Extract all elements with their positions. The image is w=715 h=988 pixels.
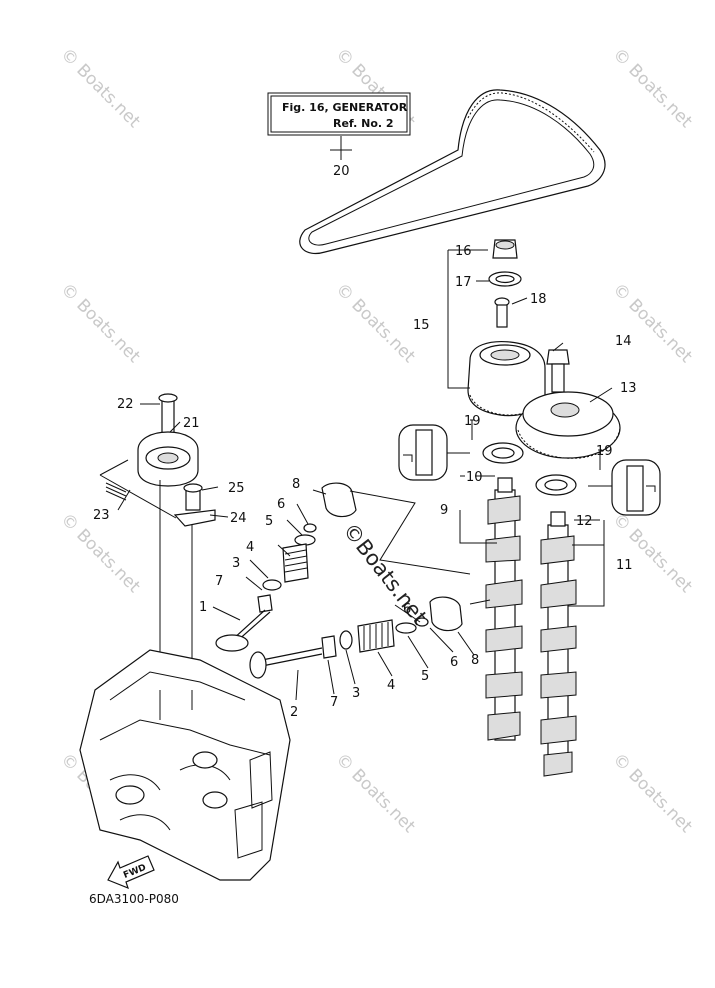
center-watermark: ©Boats.net (338, 518, 432, 628)
callout-7b: 7 (330, 695, 338, 710)
callout-5a: 5 (265, 514, 273, 529)
callout-1: 1 (199, 600, 207, 615)
callout-10: 10 (466, 470, 483, 485)
callout-25: 25 (228, 481, 245, 496)
diagram-code: 6DA3100-P080 (89, 892, 179, 906)
callout-4b: 4 (387, 678, 395, 693)
callout-13: 13 (620, 381, 637, 396)
callout-11: 11 (616, 558, 633, 573)
belt-tensioner (99, 393, 216, 690)
callout-19b: 19 (596, 444, 613, 459)
reference-line-1: Fig. 16, GENERATOR (282, 101, 408, 114)
callout-3b: 3 (352, 686, 360, 701)
watermark: © Boats.net (608, 44, 696, 132)
callout-9: 9 (440, 503, 448, 518)
exhaust-valve-train (215, 482, 357, 652)
callout-8a: 8 (292, 477, 300, 492)
callout-24: 24 (230, 511, 247, 526)
callout-15: 15 (413, 318, 430, 333)
watermark: © Boats.net (608, 749, 696, 837)
callout-19a: 19 (464, 414, 481, 429)
callouts: 20 16 17 18 15 14 13 19 19 10 9 12 11 22… (93, 164, 637, 720)
callout-2: 2 (290, 705, 298, 720)
callout-23: 23 (93, 508, 110, 523)
watermark: © Boats.net (56, 44, 144, 132)
leader-lines (117, 150, 613, 701)
callout-5b: 5 (421, 669, 429, 684)
callout-6b: 6 (450, 655, 458, 670)
watermark: © Boats.net (331, 279, 419, 367)
callout-22: 22 (117, 397, 134, 412)
intake-camshaft (540, 511, 577, 777)
callout-18: 18 (530, 292, 547, 307)
callout-8b: 8 (471, 653, 479, 668)
reference-box[interactable]: Fig. 16, GENERATOR Ref. No. 2 (267, 92, 411, 151)
callout-17: 17 (455, 275, 472, 290)
oil-seals (398, 424, 661, 516)
timing-belt (299, 89, 606, 254)
watermark: © Boats.net (608, 509, 696, 597)
callout-16: 16 (455, 244, 472, 259)
callout-7a: 7 (215, 574, 223, 589)
callout-3a: 3 (232, 556, 240, 571)
intake-valve-train (249, 596, 463, 679)
watermark: © Boats.net (56, 279, 144, 367)
callout-6a: 6 (277, 497, 285, 512)
callout-4a: 4 (246, 540, 254, 555)
fwd-arrow-icon: FWD (107, 855, 155, 890)
exhaust-camshaft (485, 477, 523, 741)
watermark: © Boats.net (331, 749, 419, 837)
callout-12: 12 (576, 514, 593, 529)
callout-20: 20 (333, 164, 350, 179)
callout-21: 21 (183, 416, 200, 431)
reference-line-2: Ref. No. 2 (333, 117, 394, 130)
callout-6c: 6 (403, 602, 411, 617)
cam-sprocket-assembly (467, 239, 546, 417)
cylinder-head (79, 649, 291, 881)
callout-14: 14 (615, 334, 632, 349)
watermark: © Boats.net (608, 279, 696, 367)
intake-cam-sprocket (515, 349, 621, 459)
